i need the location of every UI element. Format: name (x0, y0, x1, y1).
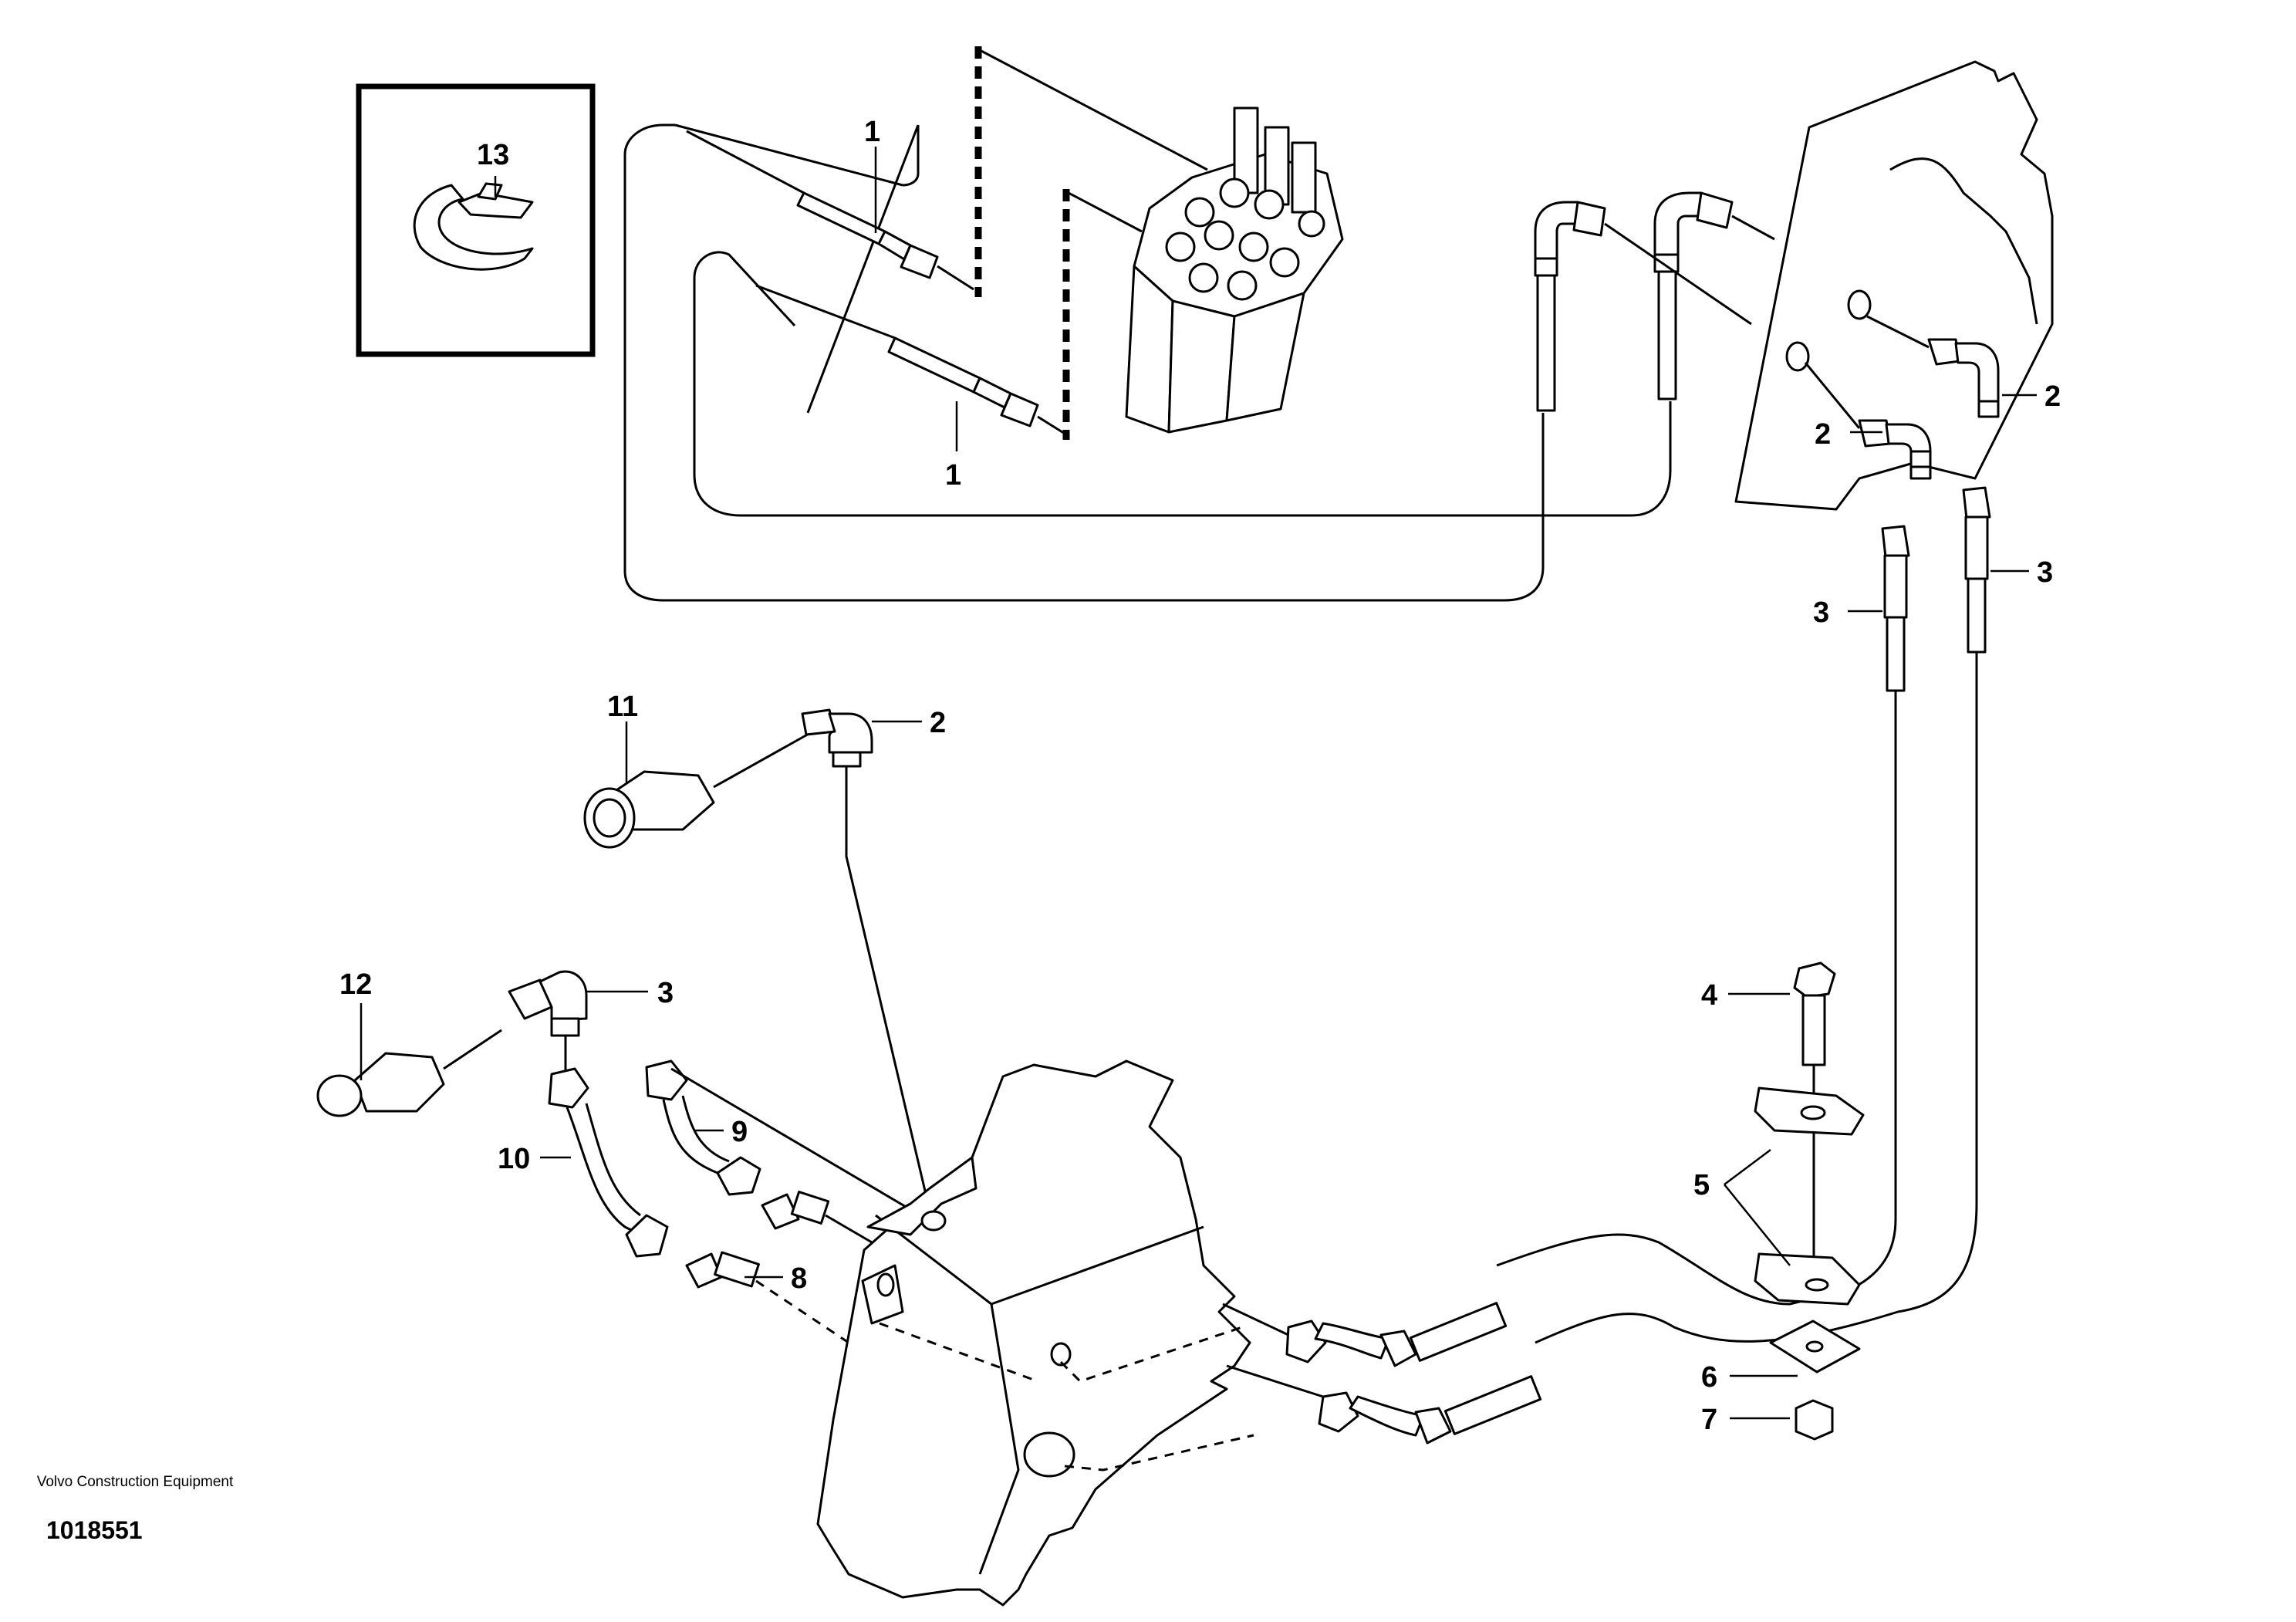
inner-hose-loop (693, 251, 1672, 517)
callout-3-right: 3 (2037, 556, 2053, 589)
elbow-fitting-2-right (1866, 315, 2000, 418)
control-valve-block (1125, 106, 1344, 434)
callout-6: 6 (1701, 1361, 1717, 1394)
callout-1-upper: 1 (864, 116, 880, 148)
detail-inset-box: 13 (356, 83, 596, 357)
callout-2-right: 2 (2044, 380, 2061, 413)
clamp-5 (1754, 1086, 1865, 1306)
brand-label: Volvo Construction Equipment (36, 1474, 234, 1490)
elbow-fitting-2-center (801, 708, 935, 1228)
lower-hose-run-a (1496, 1233, 1852, 1306)
washer-6 (1769, 1320, 1861, 1374)
callout-9: 9 (731, 1116, 748, 1148)
document-number: 1018551 (46, 1516, 143, 1544)
callout-2-left: 2 (1815, 418, 1831, 451)
tube-9 (645, 1059, 934, 1225)
callout-13: 13 (477, 139, 509, 171)
hose-3-right-pair (1851, 486, 1991, 1313)
hose-1-lower (755, 284, 1069, 438)
elbow-fitting-3-left (508, 970, 588, 1073)
callout-2-center: 2 (930, 707, 946, 739)
bolt-4 (1793, 961, 1836, 1273)
callout-7: 7 (1701, 1404, 1717, 1436)
callout-10: 10 (498, 1143, 530, 1175)
quick-coupling-11 (583, 732, 811, 849)
callout-12: 12 (339, 968, 372, 1001)
callout-3-center: 3 (657, 977, 674, 1009)
tube-10 (548, 1067, 669, 1258)
elbow-fitting-2-left (1804, 362, 1932, 480)
outer-hose-loop (623, 123, 1545, 602)
coupling-12 (316, 1029, 502, 1117)
callout-1-lower: 1 (945, 459, 961, 492)
callout-4: 4 (1701, 979, 1717, 1012)
lower-elbow-fittings (1222, 1302, 1542, 1445)
nut-7 (1795, 1399, 1834, 1441)
callout-5: 5 (1693, 1169, 1710, 1201)
hose-1-upper (686, 130, 974, 291)
adapter-fittings-8 (685, 1191, 1065, 1472)
hose-clamp-part (413, 182, 534, 271)
callout-11: 11 (607, 691, 638, 723)
upper-elbow-fittings (1534, 191, 1775, 412)
callout-3-left: 3 (1813, 596, 1829, 629)
callout-8: 8 (791, 1262, 807, 1295)
mounting-bracket-plate (1734, 60, 2054, 511)
main-housing (816, 1059, 1254, 1607)
